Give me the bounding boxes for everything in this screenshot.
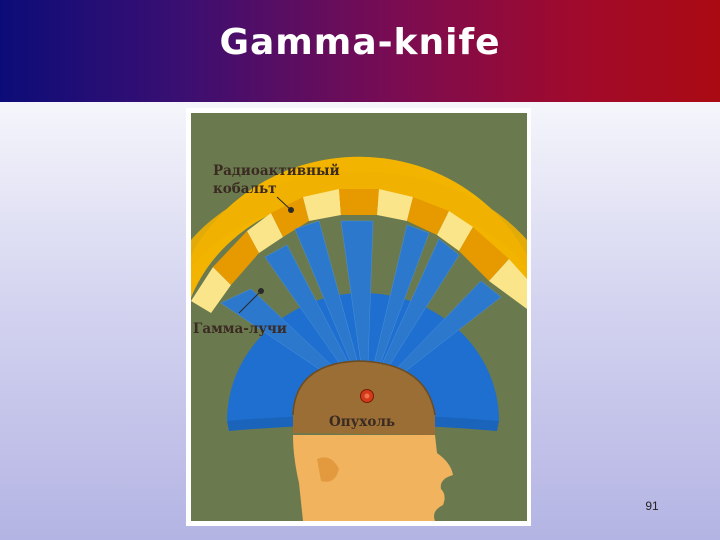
cobalt-segment xyxy=(437,211,473,251)
ear xyxy=(317,457,339,482)
cobalt-segment xyxy=(377,189,413,221)
cobalt-segment xyxy=(191,267,231,313)
label-gamma-rays: Гамма-лучи xyxy=(193,321,287,337)
label-cobalt-line2: кобальт xyxy=(213,181,277,197)
cobalt-sources xyxy=(191,189,527,313)
cobalt-segment xyxy=(303,189,341,221)
cobalt-segment xyxy=(407,197,449,235)
cobalt-ring-outer xyxy=(191,171,527,268)
pointer-line-cobalt xyxy=(276,196,292,211)
gamma-knife-diagram: Радиоактивный кобальт Гамма-лучи Опухоль xyxy=(191,113,527,521)
cobalt-segment xyxy=(247,213,283,253)
pointer-line-gamma xyxy=(238,290,262,314)
title-bar: Gamma-knife xyxy=(0,0,720,102)
page-number: 91 xyxy=(645,499,659,513)
label-tumor: Опухоль xyxy=(329,414,395,430)
slide-title: Gamma-knife xyxy=(219,22,501,63)
cobalt-segment xyxy=(213,231,259,285)
cobalt-segment xyxy=(459,227,509,281)
gamma-knife-figure: Радиоактивный кобальт Гамма-лучи Опухоль xyxy=(186,108,531,526)
skull-line xyxy=(292,360,436,416)
label-cobalt-line1: Радиоактивный xyxy=(213,163,340,179)
face xyxy=(293,435,453,521)
cobalt-segment xyxy=(339,189,379,215)
tumor-core xyxy=(364,393,370,399)
cobalt-segment xyxy=(271,197,309,237)
cobalt-segment xyxy=(489,259,527,309)
gamma-beams xyxy=(220,220,502,399)
